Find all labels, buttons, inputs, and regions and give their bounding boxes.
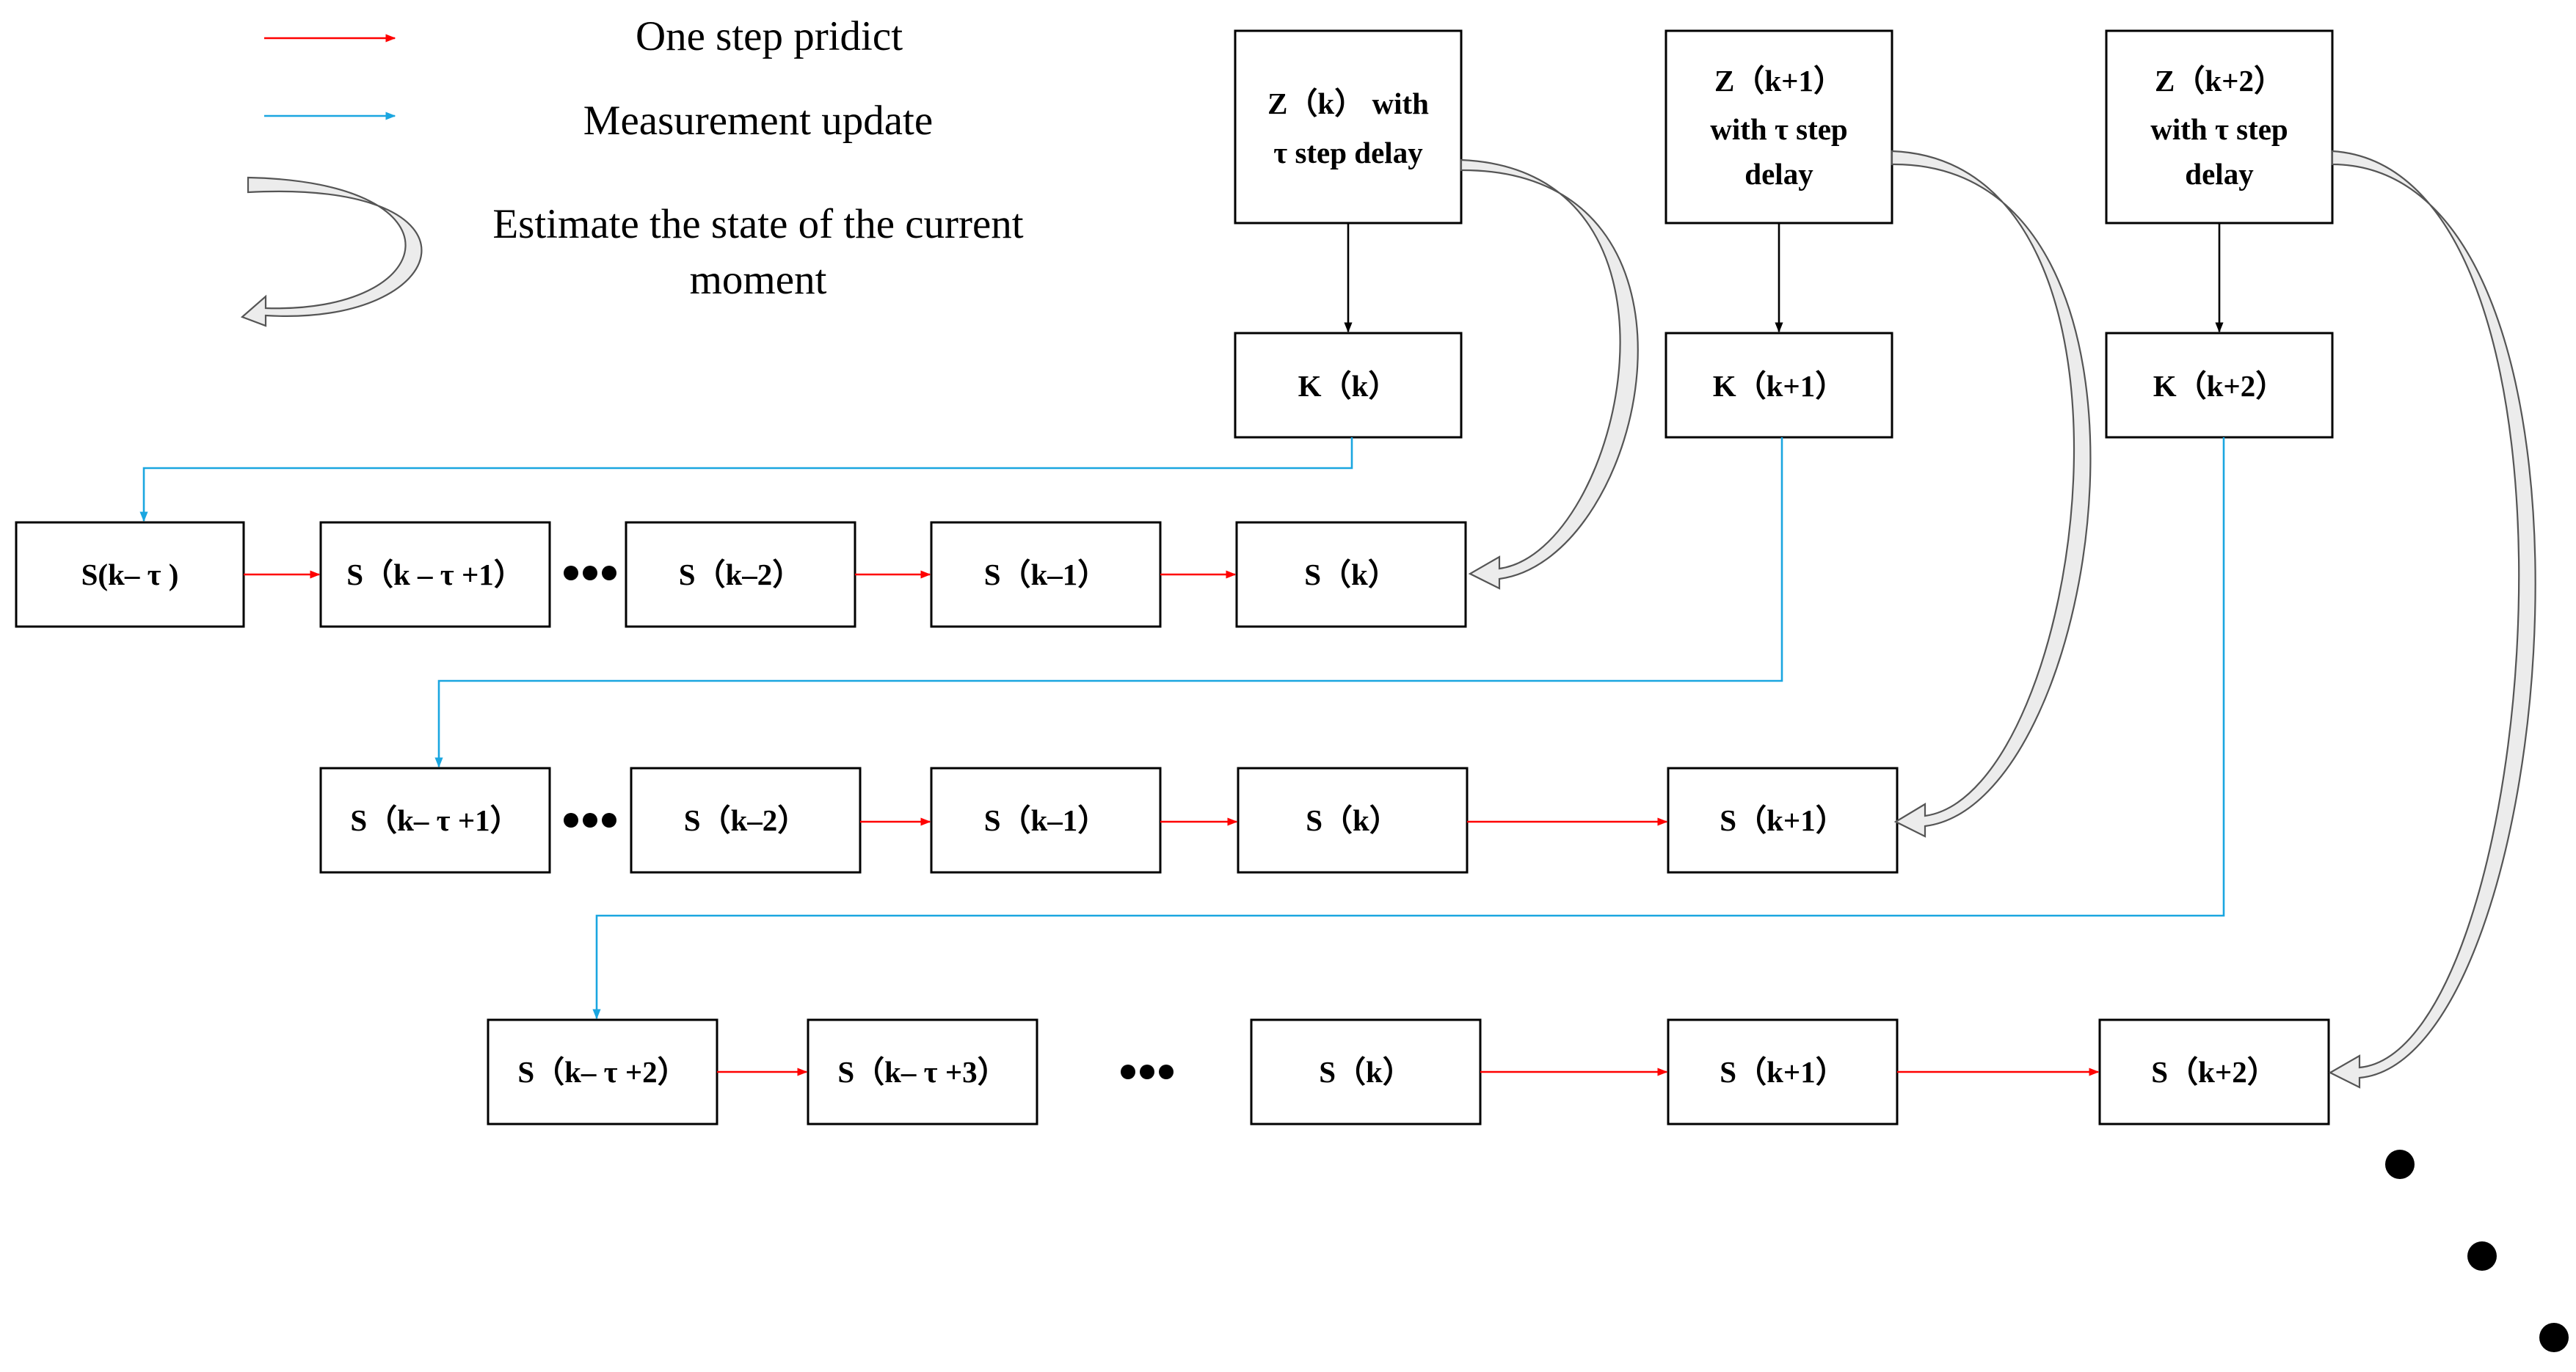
legend-estimate-label-line1: Estimate the state of the current xyxy=(492,201,1023,247)
update-wire-row1 xyxy=(139,437,1353,522)
legend-predict-label: One step pridict xyxy=(636,13,903,59)
row1-state-1-label: S（k – τ +1） xyxy=(346,558,524,591)
row1-state-3-label: S（k–1） xyxy=(984,558,1108,591)
measurement-z-k: Z（k） with τ step delay xyxy=(1234,29,1463,225)
z-k2-line2: with τ step xyxy=(2150,112,2288,146)
row1-ellipsis xyxy=(564,566,616,580)
row2-state-3: S（k） xyxy=(1237,767,1469,874)
row3-state-4: S（k+2） xyxy=(2098,1018,2330,1125)
z-k2-line1: Z（k+2） xyxy=(2155,64,2284,98)
measurement-z-k2: Z（k+2） with τ step delay xyxy=(2105,29,2334,225)
row2-state-2: S（k–1） xyxy=(930,767,1162,874)
legend-estimate-label-line2: moment xyxy=(690,257,827,303)
row2-state-3-label: S（k） xyxy=(1306,803,1400,837)
row1-state-1: S（k – τ +1） xyxy=(319,521,551,628)
z-k2-line3: delay xyxy=(2185,157,2254,191)
row1-state-4: S（k） xyxy=(1235,521,1467,628)
row3-state-1: S（k– τ +3） xyxy=(807,1018,1038,1125)
z-k-line1: Z（k） with xyxy=(1267,87,1429,120)
measurement-z-k1: Z（k+1） with τ step delay xyxy=(1664,29,1893,225)
row2-state-4-label: S（k+1） xyxy=(1720,803,1845,837)
legend-update-label: Measurement update xyxy=(583,98,933,144)
z-k1-line2: with τ step xyxy=(1710,112,1847,146)
row1-state-0: S(k– τ ) xyxy=(15,521,245,628)
row2-state-2-label: S（k–1） xyxy=(984,803,1108,837)
gain-k1: K（k+1） xyxy=(1664,332,1893,439)
z-k1-line1: Z（k+1） xyxy=(1714,64,1844,98)
row3-state-2: S（k） xyxy=(1250,1018,1482,1125)
row1-state-2-label: S（k–2） xyxy=(679,558,803,591)
gain-k: K（k） xyxy=(1234,332,1463,439)
estimate-curve-arrow-k-icon xyxy=(1460,158,1639,590)
gain-k-label: K（k） xyxy=(1298,369,1399,403)
z-k1-line3: delay xyxy=(1744,157,1813,191)
row2-state-1-label: S（k–2） xyxy=(684,803,808,837)
row3-state-1-label: S（k– τ +3） xyxy=(837,1055,1007,1089)
update-wire-row2 xyxy=(434,437,1783,768)
row3-state-4-label: S（k+2） xyxy=(2151,1055,2277,1089)
row3-state-2-label: S（k） xyxy=(1319,1055,1413,1089)
row2-state-1: S（k–2） xyxy=(630,767,862,874)
continuation-ellipsis xyxy=(2385,1150,2569,1352)
row3-state-3: S（k+1） xyxy=(1667,1018,1899,1125)
update-wire-row3 xyxy=(592,437,2225,1020)
legend: One step pridict Measurement update Esti… xyxy=(240,13,1024,327)
gain-k1-label: K（k+1） xyxy=(1713,369,1846,403)
row2-state-0-label: S（k– τ +1） xyxy=(350,803,520,837)
row1-state-2: S（k–2） xyxy=(625,521,856,628)
legend-curved-arrow-icon xyxy=(240,176,423,327)
row1-state-3: S（k–1） xyxy=(930,521,1162,628)
row1-state-0-label: S(k– τ ) xyxy=(81,558,179,591)
gain-k2: K（k+2） xyxy=(2105,332,2334,439)
row2-state-0: S（k– τ +1） xyxy=(319,767,551,874)
row3-state-3-label: S（k+1） xyxy=(1720,1055,1845,1089)
row3-state-0: S（k– τ +2） xyxy=(487,1018,718,1125)
row2-state-4: S（k+1） xyxy=(1667,767,1899,874)
row1-state-4-label: S（k） xyxy=(1304,558,1398,591)
row3-state-0-label: S（k– τ +2） xyxy=(517,1055,687,1089)
estimate-curve-arrow-k2-icon xyxy=(2328,150,2536,1089)
gain-k2-label: K（k+2） xyxy=(2153,369,2286,403)
estimate-curve-arrow-k1-icon xyxy=(1891,150,2092,838)
z-k-line2: τ step delay xyxy=(1273,136,1423,169)
row2-ellipsis xyxy=(564,813,616,828)
row3-ellipsis xyxy=(1121,1065,1174,1079)
